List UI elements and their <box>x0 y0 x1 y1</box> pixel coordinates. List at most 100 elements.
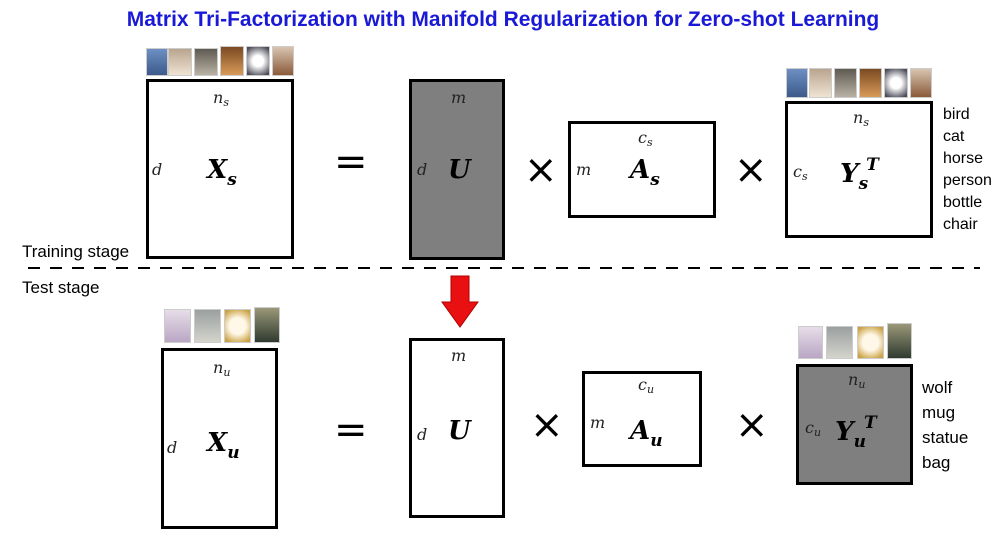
test-thumbnail-statue <box>254 307 280 343</box>
times-sign-test-1: × <box>530 402 564 448</box>
yu-col-label-main: n <box>848 370 859 389</box>
matrix-au <box>582 371 702 467</box>
matrix-ys-transpose <box>785 101 933 238</box>
xu-symbol-name: X <box>207 428 228 458</box>
training-class-0: bird <box>943 106 970 123</box>
u-training-row-label: d <box>417 160 428 179</box>
as-row-label: m <box>576 160 592 179</box>
ys-thumbnail-chair <box>910 68 932 98</box>
xu-symbol: Xu <box>207 430 240 462</box>
equals-sign-test: = <box>334 407 368 453</box>
as-col-label-main: c <box>638 128 647 147</box>
u-training-col-label: m <box>451 88 467 107</box>
u-test-row-label: d <box>417 425 428 444</box>
times-sign-test-2: × <box>735 402 769 448</box>
yu-row-label-main: c <box>805 418 814 437</box>
matrix-yu-transpose <box>796 364 913 485</box>
xs-col-label-main: n <box>213 88 224 107</box>
ys-symbol-name: Y <box>840 159 859 189</box>
xs-symbol-sub: s <box>227 170 237 190</box>
yu-symbol-sup: T <box>863 413 877 433</box>
page-title: Matrix Tri-Factorization with Manifold R… <box>126 8 880 31</box>
ys-thumbnail-bottle <box>884 68 908 98</box>
training-thumbnail-cat <box>168 48 192 76</box>
equals-sign-training: = <box>334 139 368 185</box>
training-class-2: horse <box>943 150 984 167</box>
xu-col-label-sub: u <box>223 366 231 379</box>
test-class-2: statue <box>922 428 969 447</box>
xs-col-label: ns <box>213 88 229 109</box>
test-stage-label: Test stage <box>22 278 100 297</box>
training-class-3: person <box>943 172 992 189</box>
times-sign-training-1: × <box>524 147 558 193</box>
xs-row-label: d <box>152 160 163 179</box>
training-class-list: bird cat horse person bottle chair <box>943 104 992 236</box>
ys-thumbnail-person <box>859 68 882 98</box>
training-class-1: cat <box>943 128 965 145</box>
au-col-label: cu <box>638 375 655 396</box>
yu-row-label: cu <box>805 418 822 439</box>
au-symbol: Au <box>630 418 663 450</box>
training-class-4: bottle <box>943 194 983 211</box>
ys-symbol-sub: s <box>858 174 869 194</box>
yu-symbol: YuT <box>835 415 877 451</box>
u-training-symbol: U <box>448 155 471 185</box>
ys-thumbnail-bird <box>786 68 808 98</box>
test-thumbnail-bag <box>164 309 191 343</box>
ys-row-label: cs <box>793 162 808 183</box>
ys-col-label-sub: s <box>863 116 869 129</box>
ys-col-label-main: n <box>853 108 864 127</box>
training-thumbnail-bird <box>146 48 168 76</box>
training-thumbnail-horse <box>194 48 218 76</box>
training-thumbnail-person <box>220 46 244 76</box>
au-col-label-main: c <box>638 375 647 394</box>
ys-row-label-sub: s <box>801 170 808 183</box>
ys-thumbnail-cat <box>809 68 832 98</box>
yu-row-label-sub: u <box>813 426 822 439</box>
training-class-5: chair <box>943 216 978 233</box>
xu-symbol-sub: u <box>227 443 240 463</box>
ys-col-label: ns <box>853 108 869 129</box>
au-symbol-sub: u <box>650 431 663 451</box>
xu-row-label: d <box>167 438 178 457</box>
times-sign-training-2: × <box>734 147 768 193</box>
u-test-symbol: U <box>448 416 471 446</box>
matrix-xs <box>146 79 294 259</box>
xu-col-label: nu <box>213 358 231 379</box>
ys-symbol-sup: T <box>866 155 879 175</box>
yu-thumbnail-statue <box>887 323 912 359</box>
xs-symbol-name: X <box>207 155 228 185</box>
yu-col-label-sub: u <box>858 378 866 391</box>
yu-thumbnail-bag <box>798 326 823 359</box>
matrix-u-training <box>409 79 505 260</box>
au-symbol-name: A <box>630 416 651 446</box>
matrix-u-test <box>409 338 505 518</box>
yu-thumbnail-wolf <box>826 326 853 359</box>
transfer-arrow <box>441 275 479 328</box>
yu-symbol-sub: u <box>853 432 866 452</box>
xs-symbol: Xs <box>207 157 237 189</box>
yu-symbol-name: Y <box>835 417 854 447</box>
au-row-label: m <box>590 413 606 432</box>
as-symbol: As <box>630 157 660 189</box>
test-class-3: bag <box>922 453 951 472</box>
training-thumbnail-chair <box>272 46 294 76</box>
test-thumbnail-wolf <box>194 309 221 343</box>
yu-thumbnail-mug <box>857 326 884 359</box>
au-col-label-sub: u <box>646 383 655 396</box>
u-test-col-label: m <box>451 346 467 365</box>
xu-col-label-main: n <box>213 358 224 377</box>
as-col-label-sub: s <box>646 136 653 149</box>
matrix-as <box>568 121 716 218</box>
test-class-1: mug <box>922 403 956 422</box>
yu-col-label: nu <box>848 370 866 391</box>
test-class-0: wolf <box>922 378 953 397</box>
as-symbol-name: A <box>630 155 651 185</box>
training-thumbnail-bottle <box>246 46 270 76</box>
ys-thumbnail-horse <box>834 68 857 98</box>
as-col-label: cs <box>638 128 653 149</box>
ys-symbol: YsT <box>840 157 879 193</box>
ys-row-label-main: c <box>793 162 802 181</box>
training-stage-label: Training stage <box>22 242 130 261</box>
